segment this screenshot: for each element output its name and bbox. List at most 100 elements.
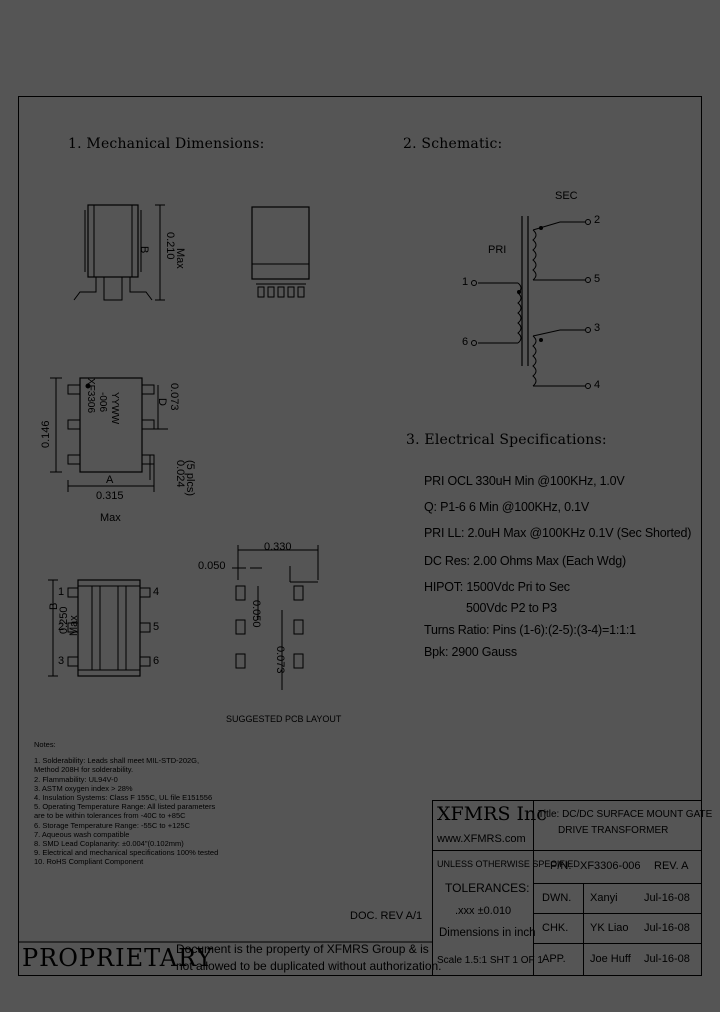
app-value-cell: Joe Huff Jul-16-08 bbox=[583, 943, 702, 976]
dim-0073-value: 0.073 bbox=[168, 383, 180, 411]
company-name: XFMRS Inc bbox=[437, 803, 547, 825]
part-marking-line3: YYWW bbox=[109, 392, 120, 425]
company-website: www.XFMRS.com bbox=[437, 833, 526, 845]
notes-block: Notes: 1. Solderability: Leads shall mee… bbox=[34, 740, 218, 867]
dim-0146-value: 0.146 bbox=[40, 420, 52, 448]
proprietary-text-line1: Document is the property of XFMRS Group … bbox=[176, 942, 429, 956]
dim-b-label: B bbox=[138, 246, 150, 254]
pcb-dim-0330: 0.330 bbox=[264, 541, 292, 553]
proprietary-text-line2: not allowed to be duplicated without aut… bbox=[176, 959, 442, 973]
unless-specified: UNLESS OTHERWISE SPECIFIED bbox=[437, 859, 580, 869]
spec-ocl: PRI OCL 330uH Min @100KHz, 1.0V bbox=[424, 474, 625, 488]
schematic-sec-label: SEC bbox=[555, 190, 578, 202]
side-view-right bbox=[251, 206, 310, 298]
note-line: 6. Storage Temperature Range: -55C to +1… bbox=[34, 820, 190, 830]
pn-label: P/N: bbox=[550, 860, 572, 872]
schematic-lines bbox=[471, 216, 591, 389]
title-block-company-cell: XFMRS Inc www.XFMRS.com bbox=[432, 800, 547, 851]
spec-hipot: HIPOT: 1500Vdc Pri to Sec bbox=[424, 580, 570, 594]
dimensions-unit: Dimensions in inch bbox=[439, 927, 536, 939]
approved-date: Jul-16-08 bbox=[644, 953, 690, 965]
pcb-dim-0050: 0.050 bbox=[198, 560, 226, 572]
note-line: 5. Operating Temperature Range: All list… bbox=[34, 802, 216, 812]
pin-label-5: 5 bbox=[153, 621, 160, 633]
checked-by: YK Liao bbox=[590, 922, 629, 934]
schematic-pin-2: 2 bbox=[594, 214, 601, 226]
tolerances-label: TOLERANCES: bbox=[445, 881, 530, 895]
note-line: 4. Insulation Systems: Class F 155C, UL … bbox=[34, 793, 213, 803]
spec-bpk: Bpk: 2900 Gauss bbox=[424, 645, 517, 659]
pin-label-3: 3 bbox=[58, 655, 65, 667]
pin-label-4: 4 bbox=[153, 586, 160, 598]
schematic-pin-3: 3 bbox=[594, 322, 601, 334]
dim-0210-max: Max bbox=[174, 248, 186, 269]
note-line: Method 208H for solderability. bbox=[34, 765, 134, 775]
title-block-title-cell: Title: DC/DC SURFACE MOUNT GATE DRIVE TR… bbox=[533, 800, 712, 851]
spec-turns-ratio: Turns Ratio: Pins (1-6):(2-5):(3-4)=1:1:… bbox=[424, 623, 636, 637]
spec-hipot-2: 500Vdc P2 to P3 bbox=[466, 601, 557, 615]
bottom-view bbox=[48, 579, 151, 677]
dim-0315-max: Max bbox=[100, 512, 121, 524]
title-block-tolerance-cell: UNLESS OTHERWISE SPECIFIED TOLERANCES: .… bbox=[432, 850, 580, 976]
app-label: APP. bbox=[542, 953, 566, 965]
drawn-date: Jul-16-08 bbox=[644, 892, 690, 904]
title-block-pn-row: P/N: XF3306-006 REV. A bbox=[533, 850, 702, 884]
dim-a-label: A bbox=[106, 474, 114, 486]
checked-date: Jul-16-08 bbox=[644, 922, 690, 934]
app-label-cell: APP. bbox=[533, 943, 584, 976]
tolerance-value: .xxx ±0.010 bbox=[455, 905, 512, 917]
dim-d-label: D bbox=[156, 398, 168, 406]
pcb-dim-0073: 0.073 bbox=[274, 646, 286, 674]
side-view-left bbox=[73, 204, 165, 301]
pin-label-2: 2 bbox=[58, 621, 65, 633]
drawing-title-line2: DRIVE TRANSFORMER bbox=[558, 825, 669, 836]
pcb-dim-0050-vertical: 0.050 bbox=[250, 600, 262, 628]
note-line: 2. Flammability: UL94V-0 bbox=[34, 774, 118, 784]
schematic-pin-6: 6 bbox=[462, 336, 469, 348]
chk-label: CHK. bbox=[542, 922, 569, 934]
pin-label-1: 1 bbox=[58, 586, 65, 598]
pin-label-6: 6 bbox=[153, 655, 160, 667]
pcb-layout-caption: SUGGESTED PCB LAYOUT bbox=[226, 714, 342, 724]
dwn-label: DWN. bbox=[542, 892, 572, 904]
schematic-pin-5: 5 bbox=[594, 273, 601, 285]
chk-label-cell: CHK. bbox=[533, 913, 584, 944]
section-electrical-heading: 3. Electrical Specifications: bbox=[406, 432, 607, 448]
approved-by: Joe Huff bbox=[590, 953, 631, 965]
note-line: 7. Aqueous wash compatible bbox=[34, 829, 130, 839]
part-marking-line1: XF3306 bbox=[85, 378, 96, 414]
scale-sheet: Scale 1.5:1 SHT 1 OF 1 bbox=[437, 955, 543, 966]
spec-leakage: PRI LL: 2.0uH Max @100KHz 0.1V (Sec Shor… bbox=[424, 526, 692, 540]
revision: REV. A bbox=[654, 860, 689, 872]
chk-value-cell: YK Liao Jul-16-08 bbox=[583, 913, 702, 944]
part-number: XF3306-006 bbox=[580, 860, 641, 872]
part-marking-line2: -006 bbox=[97, 392, 108, 413]
schematic-pri-label: PRI bbox=[488, 244, 507, 256]
note-line: 10. RoHS Compliant Component bbox=[34, 857, 144, 867]
dim-0024-plcs: (5 plcs) bbox=[184, 460, 196, 497]
drawn-by: Xanyi bbox=[590, 892, 618, 904]
schematic-pin-4: 4 bbox=[594, 379, 601, 391]
proprietary-banner: PROPRIETARY bbox=[22, 944, 214, 972]
dwn-label-cell: DWN. bbox=[533, 883, 584, 914]
pcb-layout bbox=[232, 545, 319, 690]
note-line: 9. Electrical and mechanical specificati… bbox=[34, 848, 219, 858]
dim-0315-value: 0.315 bbox=[96, 490, 124, 502]
doc-revision: DOC. REV A/1 bbox=[350, 910, 423, 922]
note-line: are to be within tolerances from -40C to… bbox=[34, 811, 186, 821]
notes-title: Notes: bbox=[34, 740, 56, 749]
note-line: 1. Solderability: Leads shall meet MIL-S… bbox=[34, 756, 200, 766]
note-line: 8. SMD Lead Coplanarity: ±0.004"(0.102mm… bbox=[34, 839, 184, 849]
section-mechanical-heading: 1. Mechanical Dimensions: bbox=[68, 136, 265, 152]
note-line: 3. ASTM oxygen index > 28% bbox=[34, 783, 133, 793]
spec-q: Q: P1-6 6 Min @100KHz, 0.1V bbox=[424, 500, 590, 514]
drawing-title-line1: Title: DC/DC SURFACE MOUNT GATE bbox=[538, 809, 713, 820]
schematic-pin-1: 1 bbox=[462, 276, 469, 288]
dwn-value-cell: Xanyi Jul-16-08 bbox=[583, 883, 702, 914]
section-schematic-heading: 2. Schematic: bbox=[403, 136, 503, 152]
dim-0250-max: Max bbox=[68, 615, 80, 636]
spec-dcr: DC Res: 2.00 Ohms Max (Each Wdg) bbox=[424, 554, 626, 568]
top-view bbox=[50, 377, 168, 492]
drawing-sheet bbox=[18, 96, 702, 976]
